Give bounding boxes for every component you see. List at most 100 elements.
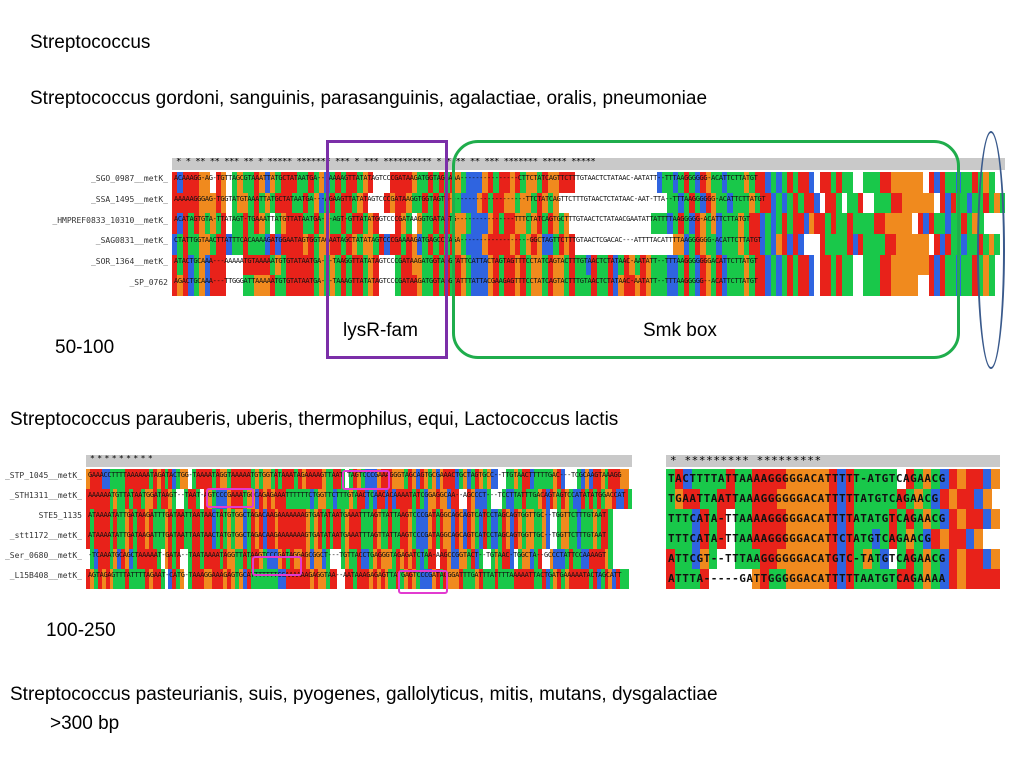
base-cell bbox=[250, 469, 256, 489]
base-cell bbox=[226, 213, 233, 234]
base-cell bbox=[215, 569, 221, 589]
base-cell bbox=[415, 549, 421, 569]
base-cell bbox=[231, 489, 236, 509]
conservation-stars: * * * * * * * * * bbox=[90, 455, 153, 463]
base-cell bbox=[738, 172, 745, 193]
base-cell bbox=[380, 569, 386, 589]
sequence-text: AGACTGCAAA---TTGGGATTAAAAATGTGTATAATGA--… bbox=[174, 277, 758, 286]
base-cell bbox=[776, 275, 783, 296]
base-cell bbox=[346, 192, 353, 214]
base-cell bbox=[164, 549, 170, 569]
base-cell bbox=[302, 529, 307, 549]
base-cell bbox=[373, 275, 380, 296]
base-cell bbox=[235, 529, 240, 549]
base-cell bbox=[982, 509, 993, 529]
base-cell bbox=[794, 529, 804, 549]
base-cell bbox=[847, 192, 854, 214]
base-cell bbox=[541, 489, 547, 509]
base-cell bbox=[476, 172, 483, 193]
base-cell bbox=[259, 234, 266, 255]
base-cell bbox=[427, 234, 434, 255]
base-cell bbox=[874, 172, 881, 193]
base-cell bbox=[215, 549, 221, 569]
base-cell bbox=[223, 529, 228, 549]
base-cell bbox=[278, 469, 283, 489]
base-cell bbox=[890, 254, 897, 276]
base-cell bbox=[845, 469, 855, 489]
base-cell bbox=[195, 569, 201, 589]
base-cell bbox=[188, 529, 193, 549]
base-cell bbox=[378, 275, 385, 296]
base-cell bbox=[917, 213, 924, 234]
base-cell bbox=[471, 192, 478, 214]
base-cell bbox=[781, 213, 788, 234]
range2-label: 100-250 bbox=[46, 620, 116, 641]
title: Streptococcus bbox=[30, 32, 151, 53]
base-cell bbox=[754, 254, 761, 276]
base-cell bbox=[152, 529, 158, 549]
base-cell bbox=[777, 569, 787, 589]
base-cell bbox=[242, 192, 249, 214]
base-cell bbox=[974, 469, 984, 489]
base-cell bbox=[553, 469, 558, 489]
base-cell bbox=[553, 549, 558, 569]
base-cell bbox=[564, 234, 571, 255]
base-cell bbox=[329, 275, 336, 296]
base-cell bbox=[168, 529, 173, 549]
base-cell bbox=[384, 489, 390, 509]
base-cell bbox=[280, 254, 287, 276]
base-cell bbox=[459, 529, 464, 549]
base-cell bbox=[188, 549, 193, 569]
base-cell bbox=[423, 469, 429, 489]
base-cell bbox=[297, 275, 304, 296]
base-cell bbox=[683, 569, 693, 589]
base-cell bbox=[349, 489, 354, 509]
base-cell bbox=[828, 469, 838, 489]
base-cell bbox=[868, 172, 875, 193]
base-cell bbox=[474, 489, 480, 509]
base-cell bbox=[264, 275, 271, 296]
base-cell bbox=[656, 234, 663, 255]
base-cell bbox=[333, 509, 338, 529]
group1-species: Streptococcus gordoni, sanguinis, parasa… bbox=[30, 88, 708, 109]
base-cell bbox=[553, 489, 558, 509]
base-cell bbox=[683, 509, 693, 529]
base-cell bbox=[195, 529, 201, 549]
base-cell bbox=[412, 489, 417, 509]
base-cell bbox=[613, 275, 620, 296]
base-cell bbox=[708, 509, 718, 529]
base-cell bbox=[207, 569, 213, 589]
base-cell bbox=[215, 172, 222, 193]
base-cell bbox=[945, 192, 952, 214]
base-cell bbox=[368, 489, 374, 509]
base-cell bbox=[880, 469, 890, 489]
base-cell bbox=[482, 172, 489, 193]
base-cell bbox=[600, 529, 606, 549]
base-cell bbox=[459, 509, 464, 529]
base-cell bbox=[125, 549, 130, 569]
base-cell bbox=[564, 213, 571, 234]
base-cell bbox=[443, 549, 448, 569]
base-cell bbox=[396, 529, 401, 549]
base-cell bbox=[388, 569, 393, 589]
base-cell bbox=[215, 254, 222, 276]
base-cell bbox=[435, 469, 441, 489]
base-cell bbox=[210, 254, 217, 276]
base-cell bbox=[820, 549, 830, 569]
base-cell bbox=[781, 192, 788, 214]
base-cell bbox=[182, 234, 189, 255]
base-cell bbox=[845, 569, 855, 589]
base-cell bbox=[645, 234, 652, 255]
base-cell bbox=[717, 509, 727, 529]
base-cell bbox=[309, 549, 315, 569]
sequence-text: AGTAGAGTTTATTTTAGAAT-CATG-TAAAGGAAAGAGTG… bbox=[88, 571, 622, 579]
base-cell bbox=[455, 192, 462, 214]
base-cell bbox=[862, 549, 873, 569]
base-cell bbox=[922, 509, 933, 529]
base-cell bbox=[433, 254, 440, 276]
base-cell bbox=[522, 569, 527, 589]
base-cell bbox=[897, 489, 907, 509]
base-cell bbox=[419, 529, 425, 549]
base-cell bbox=[309, 569, 315, 589]
base-cell bbox=[362, 234, 369, 255]
